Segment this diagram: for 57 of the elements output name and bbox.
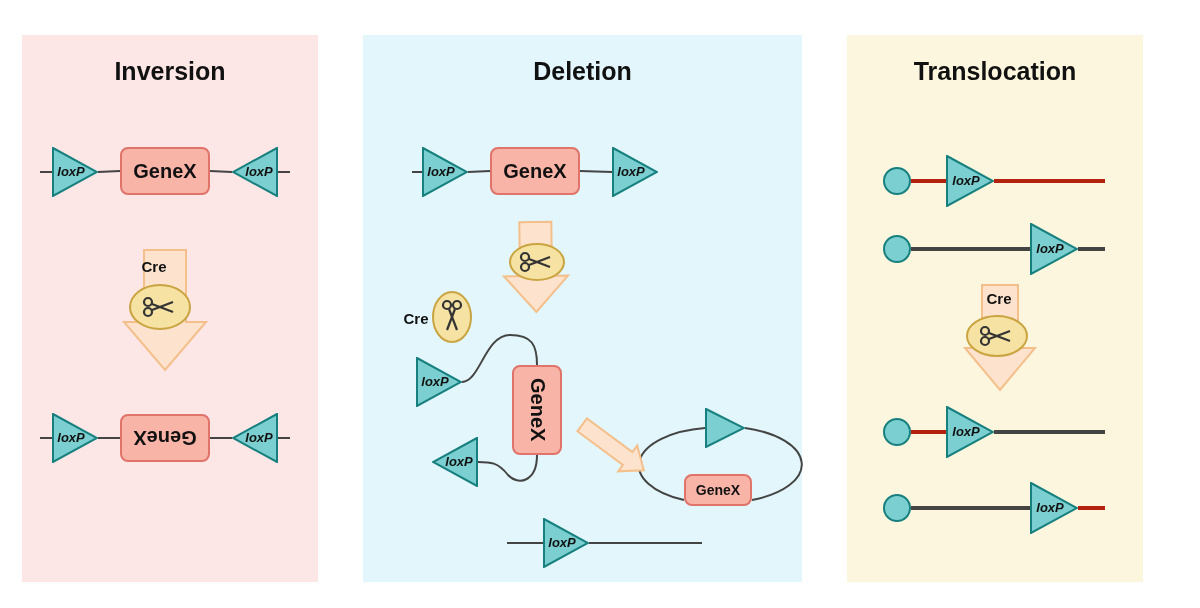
block-arrow [576, 417, 646, 473]
centromere-circle [883, 235, 911, 263]
loxp-label: loxP [547, 535, 577, 550]
gene-box: GeneX [120, 147, 210, 195]
dna-strand [411, 171, 423, 173]
enzyme-label: Cre [986, 289, 1012, 307]
dna-strand [277, 437, 291, 439]
centromere-circle [883, 418, 911, 446]
gene-box: GeneX [684, 474, 752, 506]
loxp-label: loxP [951, 173, 981, 188]
loxp-label: loxP [951, 424, 981, 439]
dna-strand [579, 170, 613, 173]
loxp-label: loxP [426, 164, 456, 179]
enzyme-label: Cre [141, 257, 167, 275]
panel-background [847, 35, 1143, 582]
loxp-label: loxP [616, 164, 646, 179]
dna-strand [209, 437, 233, 439]
loxp-label: loxP [420, 374, 450, 389]
gene-box: GeneX [490, 147, 580, 195]
dna-strand [744, 427, 803, 501]
panel-title: Deletion [533, 57, 632, 86]
dna-strand [209, 170, 233, 173]
dna-strand [97, 437, 121, 439]
loxp-label: loxP [1035, 500, 1065, 515]
loxp-label: loxP [244, 430, 274, 445]
dna-strand [506, 542, 544, 544]
centromere-circle [883, 494, 911, 522]
dna-strand [97, 170, 121, 173]
dna-strand [467, 170, 491, 173]
dna-strand [1078, 247, 1105, 251]
centromere-circle [883, 167, 911, 195]
loxp-label: loxP [444, 454, 474, 469]
dna-strand [911, 506, 1030, 510]
dna-strand [477, 454, 538, 482]
loxp-label: loxP [244, 164, 274, 179]
gene-box: GeneX [512, 365, 562, 455]
enzyme-label: Cre [403, 309, 429, 327]
dna-strand [1078, 506, 1105, 510]
panel-background [22, 35, 318, 582]
loxp-label: loxP [1035, 241, 1065, 256]
dna-strand [39, 171, 53, 173]
dna-strand [911, 247, 1030, 251]
dna-strand [911, 430, 946, 434]
panel-background [363, 35, 802, 582]
dna-strand [277, 171, 291, 173]
loxp-label: loxP [56, 430, 86, 445]
dna-strand [911, 179, 946, 183]
panel-title: Inversion [114, 57, 226, 86]
dna-strand [994, 430, 1105, 434]
dna-strand [39, 437, 53, 439]
dna-strand [994, 179, 1105, 183]
dna-strand [461, 334, 538, 383]
dna-strand [637, 427, 706, 501]
dna-strand [588, 542, 703, 544]
loxp-label: loxP [56, 164, 86, 179]
panel-title: Translocation [913, 57, 1077, 86]
gene-box: GeneX [120, 414, 210, 462]
